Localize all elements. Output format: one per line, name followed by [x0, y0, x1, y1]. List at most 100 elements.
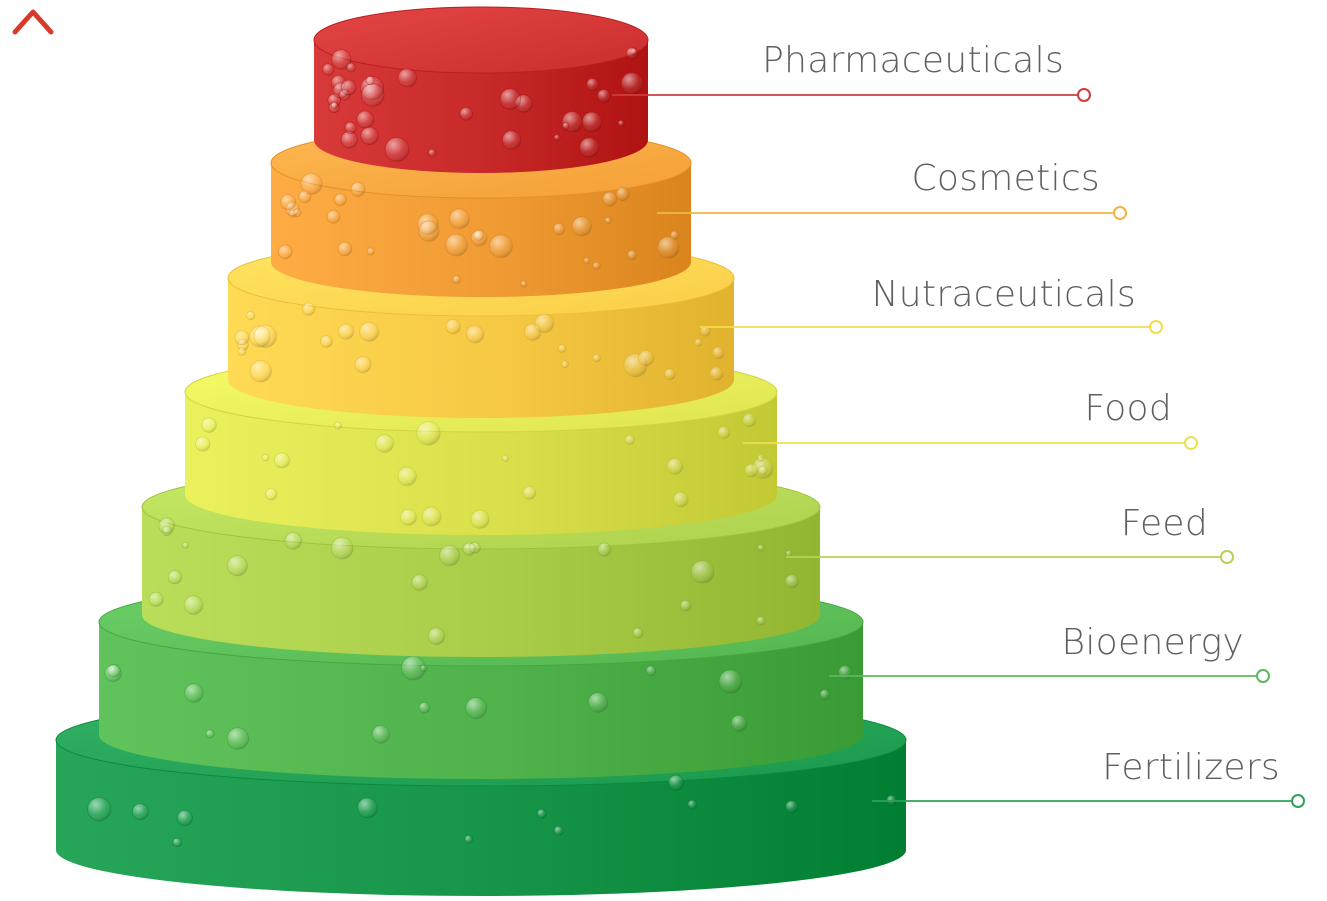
- value-arrow: [12, 9, 54, 833]
- bubble: [592, 261, 601, 271]
- bubble: [322, 63, 335, 76]
- bubble: [470, 229, 488, 247]
- bubble: [617, 119, 625, 128]
- bubble: [176, 809, 193, 827]
- bubble: [464, 834, 474, 844]
- bubble: [421, 506, 442, 527]
- bubble: [626, 249, 638, 261]
- tier-callout-fertilizers: Fertilizers: [872, 747, 1305, 808]
- bubble: [445, 318, 461, 335]
- bubble: [195, 436, 211, 452]
- bubble: [587, 692, 609, 713]
- bubble: [246, 310, 256, 321]
- leader-endpoint-icon: [1256, 669, 1270, 683]
- bubble: [292, 208, 302, 218]
- bubble: [253, 324, 278, 349]
- leader-endpoint-icon: [1184, 436, 1198, 450]
- bubble: [489, 234, 513, 259]
- bubble: [356, 797, 378, 819]
- bubble: [427, 627, 446, 646]
- bubble: [711, 346, 725, 360]
- bubble: [302, 302, 316, 316]
- bubble: [452, 275, 462, 284]
- leader-endpoint-icon: [1220, 550, 1234, 564]
- bubble: [645, 665, 657, 677]
- bubble: [679, 599, 692, 612]
- bubble: [360, 83, 385, 107]
- tier-label: Nutraceuticals: [872, 274, 1136, 315]
- tier-labels: PharmaceuticalsCosmeticsNutraceuticalsFo…: [612, 40, 1305, 808]
- leader-endpoint-icon: [1291, 794, 1305, 808]
- tier-top: [313, 6, 649, 74]
- bubble: [624, 434, 636, 446]
- bubble: [615, 187, 630, 202]
- bubble: [657, 236, 680, 259]
- bubble: [666, 457, 684, 475]
- bubble: [523, 323, 542, 342]
- bubble: [757, 544, 765, 552]
- bubble: [366, 247, 375, 256]
- bubble: [340, 131, 358, 149]
- bubble: [360, 126, 379, 146]
- bubble: [742, 413, 757, 428]
- bubble: [586, 77, 600, 92]
- bubble: [226, 555, 248, 577]
- bubble: [597, 542, 612, 557]
- bubble: [438, 545, 461, 567]
- bubble: [331, 49, 352, 70]
- pyramid-tiers: [55, 6, 907, 896]
- bubble: [273, 452, 291, 469]
- bubble: [418, 701, 431, 714]
- bubble: [758, 465, 768, 476]
- bubble: [371, 725, 391, 744]
- bubble: [226, 727, 250, 750]
- bubble: [445, 233, 468, 257]
- bubble: [756, 616, 766, 626]
- tier-callout-nutraceuticals: Nutraceuticals: [700, 274, 1163, 334]
- bubble: [326, 209, 341, 224]
- bubble: [131, 803, 149, 821]
- bubble: [465, 325, 485, 344]
- bubble: [785, 800, 799, 814]
- bubble: [663, 368, 676, 381]
- leader-endpoint-icon: [1149, 320, 1163, 334]
- bubble: [344, 121, 357, 135]
- bubble: [553, 825, 564, 836]
- bubble: [333, 421, 342, 430]
- bubble: [448, 208, 470, 230]
- bubble: [337, 323, 355, 340]
- bubble: [571, 216, 592, 237]
- bubble: [756, 454, 765, 462]
- tier-side: [142, 507, 820, 657]
- bubble: [264, 488, 278, 501]
- bubble: [672, 491, 689, 508]
- bubble: [330, 101, 339, 109]
- leader-endpoint-icon: [1077, 88, 1091, 102]
- bubble: [397, 466, 418, 487]
- bubble: [625, 47, 639, 60]
- bubble: [237, 347, 247, 356]
- bubble: [320, 335, 333, 348]
- bubble: [638, 350, 655, 367]
- bubble: [284, 531, 303, 550]
- bubble: [709, 366, 724, 381]
- tier-callout-cosmetics: Cosmetics: [657, 158, 1127, 220]
- bubble: [184, 683, 204, 703]
- tier-callout-pharmaceuticals: Pharmaceuticals: [612, 40, 1091, 102]
- tier-side: [185, 392, 777, 535]
- bubble: [346, 62, 356, 73]
- bubble: [148, 591, 164, 607]
- tier-label: Feed: [1121, 503, 1208, 544]
- bubble: [418, 220, 440, 242]
- bubble: [499, 88, 522, 110]
- bubble: [261, 453, 270, 462]
- tier-callout-food: Food: [743, 388, 1198, 450]
- bubble: [522, 485, 537, 500]
- tier-callout-bioenergy: Bioenergy: [829, 622, 1270, 683]
- bubble: [205, 729, 215, 739]
- bubble: [334, 193, 347, 207]
- bubble: [172, 837, 183, 848]
- bubble: [620, 72, 644, 95]
- tier-label: Bioenergy: [1062, 622, 1245, 663]
- tier-callout-feed: Feed: [786, 503, 1234, 564]
